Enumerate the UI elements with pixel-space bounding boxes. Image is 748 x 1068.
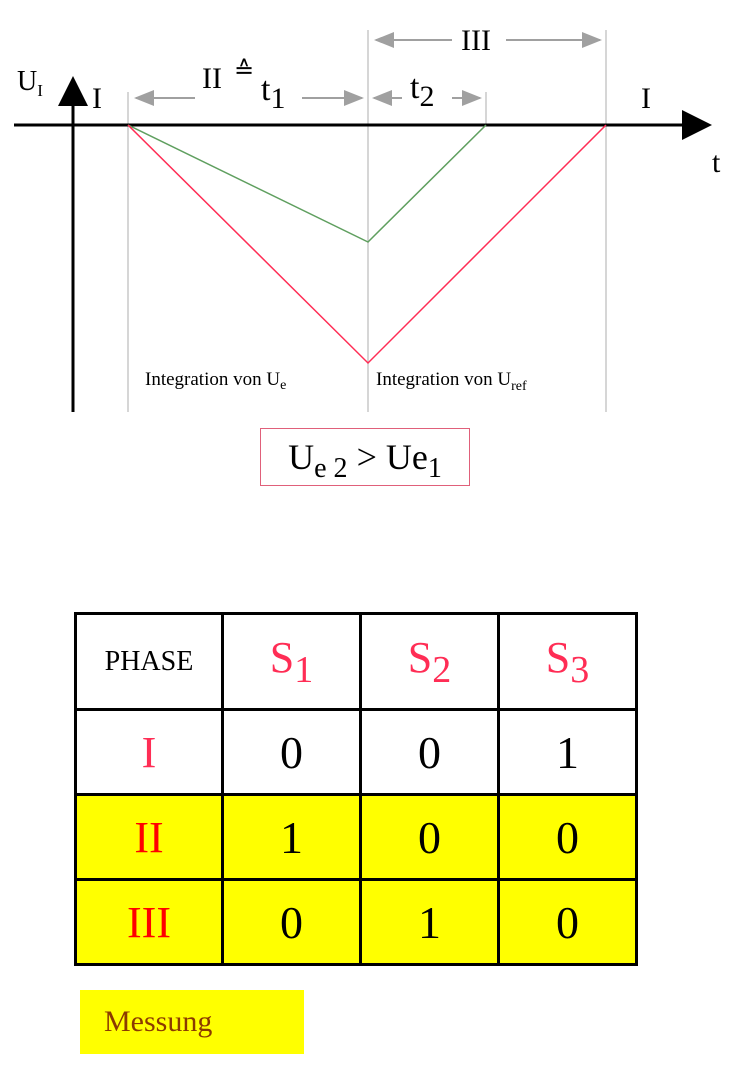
switch-state-table: PHASE S1 S2 S3 I 0 0 1 II 1 0 0 III 0 1 … [74,612,638,966]
header-s1: S1 [221,612,362,711]
cell-s3: 0 [497,878,638,966]
header-phase: PHASE [74,612,224,711]
cell-s3: 0 [497,793,638,881]
cell-s2: 0 [359,708,500,796]
table-row: III 0 1 0 [74,878,638,966]
row-phase-III: III [74,878,224,966]
phase-I-right-label: I [641,82,651,115]
formula-right-sub: 1 [427,453,442,484]
table-row: I 0 0 1 [74,708,638,796]
table-header-row: PHASE S1 S2 S3 [74,612,638,711]
y-axis-label: UI [17,66,43,100]
messung-label: Messung [80,990,304,1054]
red-ramp [127,124,607,365]
cell-s1: 1 [221,793,362,881]
formula-left-main: U [288,437,315,477]
timing-diagram: UI t I I II ≙ t1 t2 III Integration von … [14,24,721,412]
table-row: II 1 0 0 [74,793,638,881]
comparison-formula-box: Ue 2 > Ue1 [260,428,470,486]
header-s2: S2 [359,612,500,711]
integration-uref-label: Integration von Uref [376,369,527,394]
cell-s1: 0 [221,878,362,966]
x-axis-label: t [712,146,721,179]
phase-I-left-label: I [92,82,102,115]
cell-s1: 0 [221,708,362,796]
formula-operator: > [356,437,377,477]
row-phase-II: II [74,793,224,881]
cell-s3: 1 [497,708,638,796]
corresponds-symbol: ≙ [234,58,254,84]
cell-s2: 0 [359,793,500,881]
cell-s2: 1 [359,878,500,966]
t1-label: t1 [261,71,285,115]
phase-III-label: III [461,24,491,57]
phase-II-label: II [202,62,222,95]
t2-label: t2 [410,69,434,113]
row-phase-I: I [74,708,224,796]
header-s3: S3 [497,612,638,711]
green-ramp [127,124,487,243]
integration-ue-label: Integration von Ue [145,369,286,393]
formula-right-main: Ue [385,437,428,477]
formula-left-sub: e 2 [314,453,348,484]
